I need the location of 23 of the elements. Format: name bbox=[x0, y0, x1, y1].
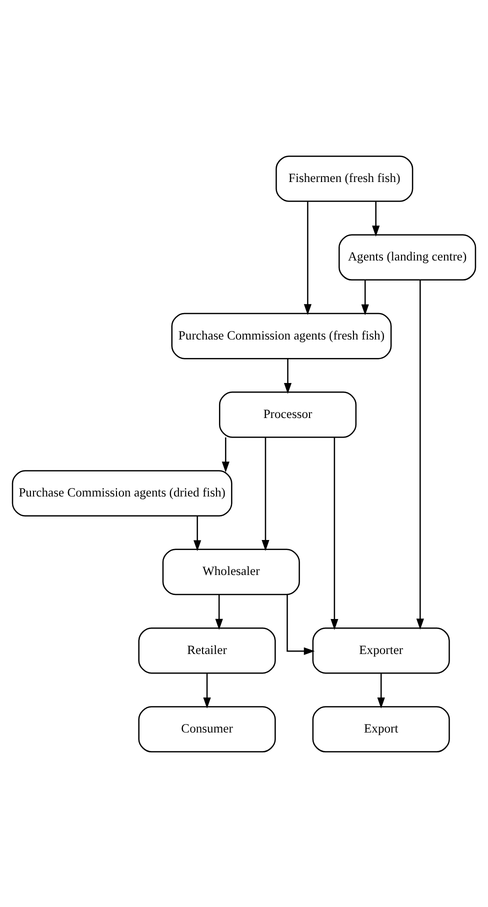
arrow bbox=[286, 594, 315, 654]
node-box: Fishermen (fresh fish) bbox=[276, 155, 414, 202]
arrow bbox=[304, 201, 312, 315]
node-box: Purchase Commission agents (dried fish) bbox=[12, 470, 232, 516]
arrow bbox=[372, 200, 380, 236]
node-box: Export bbox=[312, 706, 450, 752]
node-box: Purchase Commission agents (fresh fish) bbox=[171, 312, 392, 359]
arrow bbox=[416, 279, 424, 630]
node-box: Exporter bbox=[312, 626, 450, 674]
node-box: Agents (landing centre) bbox=[338, 234, 476, 280]
node-box: Consumer bbox=[138, 706, 276, 752]
arrow bbox=[215, 594, 223, 630]
node-box: Retailer bbox=[138, 626, 276, 674]
arrow bbox=[203, 672, 211, 708]
arrow bbox=[194, 516, 202, 551]
arrow bbox=[222, 436, 230, 472]
arrow bbox=[330, 436, 338, 630]
node-box: Wholesaler bbox=[162, 548, 300, 595]
node-box: Processor bbox=[219, 391, 357, 438]
arrow bbox=[262, 437, 270, 550]
arrow bbox=[361, 280, 369, 315]
arrow bbox=[377, 672, 385, 708]
arrow bbox=[284, 358, 292, 394]
